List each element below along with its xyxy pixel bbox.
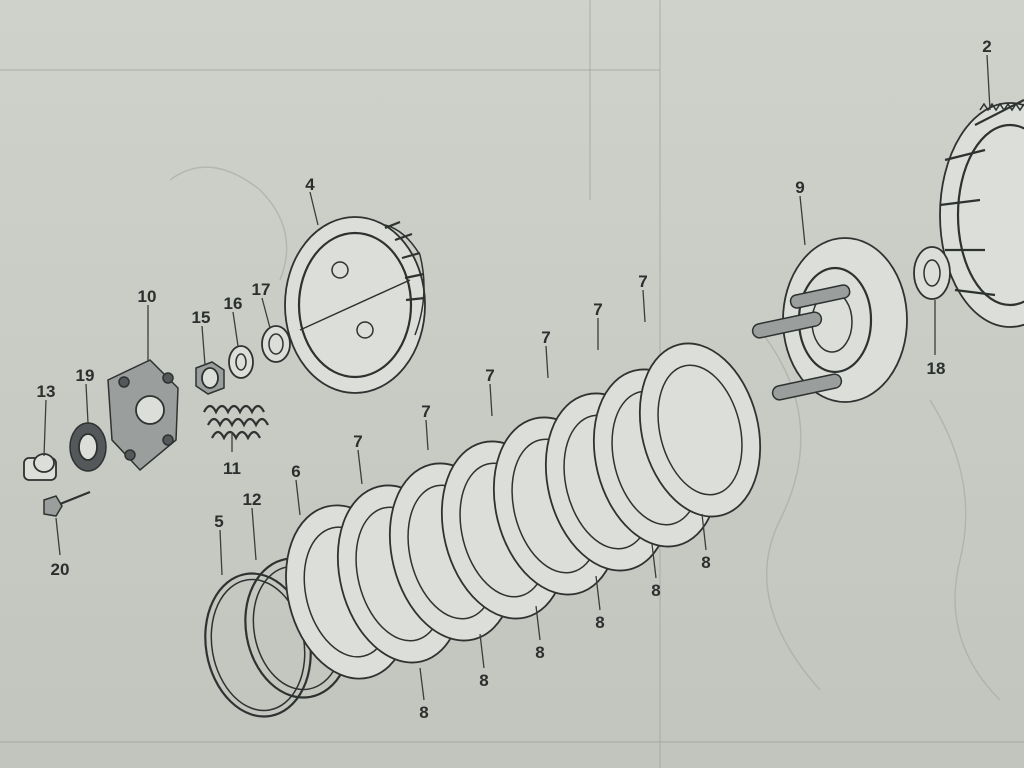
bolt [43, 490, 91, 517]
callout-8: 8 [701, 553, 710, 572]
bearing [69, 422, 107, 472]
callout-7: 7 [485, 366, 494, 385]
callout-8: 8 [535, 643, 544, 662]
clutch-centre [284, 216, 426, 394]
callout-15: 15 [192, 308, 211, 327]
callout-13: 13 [37, 382, 56, 401]
callout-6: 6 [291, 462, 300, 481]
callout-8: 8 [419, 703, 428, 722]
callout-7: 7 [593, 300, 602, 319]
callout-19: 19 [76, 366, 95, 385]
callout-7: 7 [541, 328, 550, 347]
callout-8: 8 [479, 671, 488, 690]
washer-16 [228, 345, 254, 379]
clutch-outer [939, 99, 1024, 328]
clutch-springs [203, 404, 269, 441]
callout-8: 8 [651, 581, 660, 600]
lifter-plate [107, 359, 179, 472]
callout-8: 8 [595, 613, 604, 632]
callout-5: 5 [214, 512, 223, 531]
leader-lines [43, 54, 991, 701]
pressure-plate [751, 237, 908, 403]
callout-7: 7 [353, 432, 362, 451]
callout-7: 7 [421, 402, 430, 421]
lifter-piece [23, 453, 57, 481]
callout-11: 11 [223, 459, 241, 478]
washer-17 [261, 325, 291, 363]
callout-7: 7 [638, 272, 647, 291]
callout-20: 20 [51, 560, 70, 579]
callouts: 2 4 9 18 10 15 16 17 13 19 11 20 6 12 5 … [37, 37, 992, 722]
callout-12: 12 [243, 490, 262, 509]
callout-9: 9 [795, 178, 804, 197]
lock-nut [195, 361, 225, 395]
callout-18: 18 [927, 359, 946, 378]
clutch-plate-stack [285, 342, 762, 680]
callout-2: 2 [982, 37, 991, 56]
callout-4: 4 [305, 175, 315, 194]
callout-17: 17 [252, 280, 271, 299]
callout-16: 16 [224, 294, 243, 313]
callout-10: 10 [138, 287, 157, 306]
thrust-washer [913, 246, 951, 300]
